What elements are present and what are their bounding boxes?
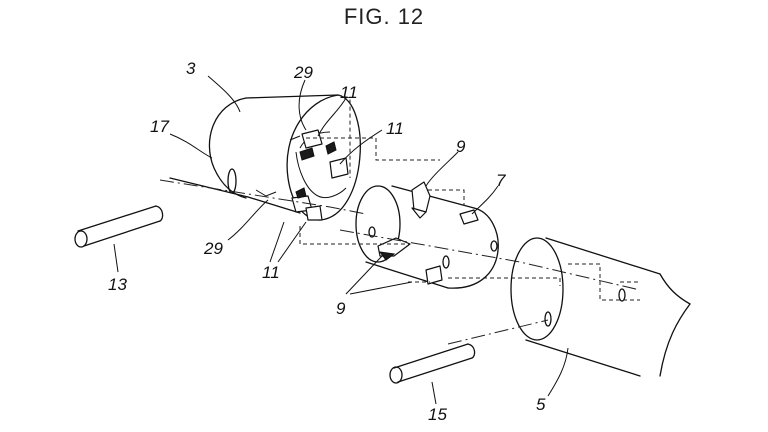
leader-lines xyxy=(113,75,569,405)
tab-slots-11-29 xyxy=(227,129,349,221)
hidden-lines-tube-5 xyxy=(568,263,640,301)
connector-part-7 xyxy=(355,185,499,289)
label-9-top: 9 xyxy=(456,137,466,156)
hidden-lines-tube-3 xyxy=(306,94,440,178)
pin-hole-17 xyxy=(227,168,237,194)
label-11-top: 11 xyxy=(340,83,358,102)
label-11-right: 11 xyxy=(386,119,404,138)
figure-title: FIG. 12 xyxy=(343,4,425,29)
label-3: 3 xyxy=(186,59,196,78)
label-29-top: 29 xyxy=(293,63,313,82)
label-13: 13 xyxy=(108,275,127,294)
label-5: 5 xyxy=(536,395,546,414)
tube-part-5 xyxy=(510,237,691,377)
label-15: 15 xyxy=(428,405,447,424)
hidden-lines-part-7 xyxy=(299,189,641,291)
lugs-9 xyxy=(377,181,479,285)
pin-15 xyxy=(389,343,476,384)
label-7: 7 xyxy=(496,171,506,190)
center-axis-left xyxy=(159,179,367,215)
label-17: 17 xyxy=(150,117,169,136)
label-11-bottom: 11 xyxy=(262,263,280,282)
pin-13 xyxy=(74,205,164,248)
center-axis-right xyxy=(447,319,549,345)
label-29-bottom: 29 xyxy=(203,239,223,258)
label-9-bottom: 9 xyxy=(336,299,346,318)
tube-part-3 xyxy=(169,94,361,221)
